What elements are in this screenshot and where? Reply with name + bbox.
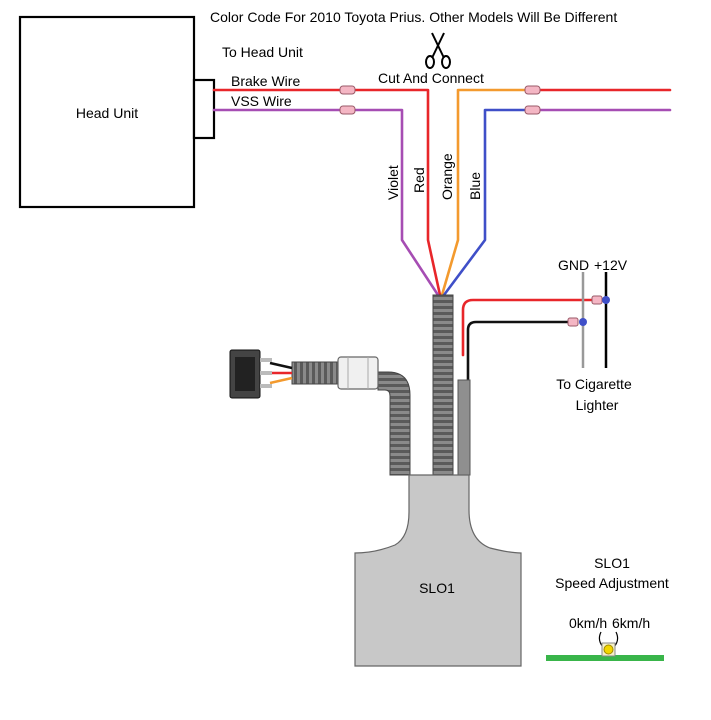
scissors-icon — [425, 32, 451, 69]
red-label: Red — [411, 167, 427, 193]
red-power-wire — [461, 298, 602, 357]
speed-adjust-title-1: SLO1 — [594, 555, 630, 571]
to-head-unit-label: To Head Unit — [222, 44, 303, 60]
head-unit-label: Head Unit — [76, 105, 138, 121]
lighter-label-line1: To Cigarette — [556, 376, 632, 392]
main-conduit — [432, 294, 454, 476]
lighter-label-line2: Lighter — [576, 397, 619, 413]
cut-and-connect-label: Cut And Connect — [378, 70, 484, 86]
potentiometer-knob — [603, 644, 614, 655]
v12-terminal — [602, 296, 610, 304]
red-power-connector — [591, 295, 603, 305]
v12-label: +12V — [594, 257, 628, 273]
switch-orange-lead — [269, 376, 293, 385]
orange-wire — [440, 88, 527, 297]
black-ground-connector — [567, 317, 579, 327]
slo1-module-label: SLO1 — [419, 580, 455, 596]
orange-label: Orange — [439, 153, 455, 200]
violet-label: Violet — [385, 165, 401, 200]
speed-min-label: 0km/h — [569, 615, 607, 631]
speed-adjust-title-2: Speed Adjustment — [555, 575, 669, 591]
head-unit-box — [18, 15, 196, 209]
blue-wire — [442, 108, 527, 297]
slo1-module — [354, 474, 522, 667]
red-wire — [353, 88, 442, 297]
gnd-terminal — [579, 318, 587, 326]
inline-connector — [337, 356, 379, 390]
butt-connectors — [339, 85, 541, 115]
power-conduit — [457, 379, 471, 476]
switch-conduit-bend — [377, 371, 411, 476]
switch-black-lead — [269, 361, 293, 370]
diagram-title: Color Code For 2010 Toyota Prius. Other … — [210, 9, 617, 25]
gnd-label: GND — [558, 257, 589, 273]
black-ground-wire — [466, 320, 572, 382]
head-unit-connector — [192, 78, 216, 140]
speed-max-label: 6km/h — [612, 615, 650, 631]
circuit-board — [546, 655, 664, 661]
brake-wire-label: Brake Wire — [231, 73, 300, 89]
vss-wire-label: VSS Wire — [231, 93, 292, 109]
rocker-switch-icon — [229, 349, 272, 399]
switch-conduit — [291, 361, 339, 385]
violet-wire — [353, 108, 440, 297]
blue-label: Blue — [467, 172, 483, 200]
